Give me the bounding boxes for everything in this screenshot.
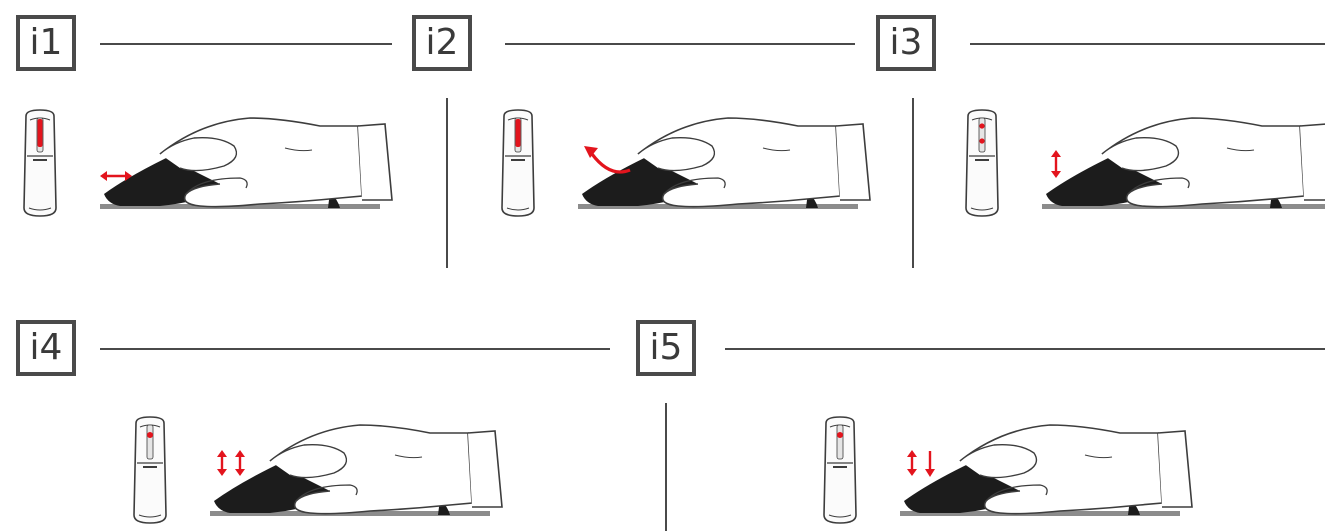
- step-illustration: [820, 415, 1220, 531]
- step-label-i2: i2: [412, 15, 472, 71]
- double-arrow-icon: [235, 450, 245, 476]
- step-illustration: [962, 108, 1325, 228]
- mouse-top-view-icon: [502, 110, 534, 216]
- section-line: [100, 348, 610, 350]
- panel-i5: [820, 415, 1220, 531]
- mouse-top-view-icon: [824, 417, 856, 523]
- panel-i2: [498, 108, 878, 228]
- double-arrow-icon: [217, 450, 227, 476]
- step-label-i1: i1: [16, 15, 76, 71]
- section-line: [100, 43, 392, 45]
- hand-on-mouse-icon: [578, 118, 870, 209]
- hand-on-mouse-icon: [1042, 118, 1325, 209]
- step-illustration: [20, 108, 420, 228]
- step-label-i4: i4: [16, 320, 76, 376]
- panel-i3: [962, 108, 1325, 228]
- panel-divider: [446, 98, 448, 268]
- section-line: [725, 348, 1325, 350]
- mouse-top-view-icon: [24, 110, 56, 216]
- section-line: [505, 43, 855, 45]
- panel-i4: [130, 415, 530, 531]
- panel-divider: [912, 98, 914, 268]
- step-illustration: [498, 108, 878, 228]
- step-illustration: [130, 415, 530, 531]
- panel-divider: [665, 403, 667, 531]
- hand-on-mouse-icon: [900, 425, 1192, 516]
- step-label-i3: i3: [876, 15, 936, 71]
- double-arrow-icon: [1051, 150, 1061, 178]
- hand-on-mouse-icon: [100, 118, 392, 209]
- hand-on-mouse-icon: [210, 425, 502, 516]
- mouse-top-view-icon: [966, 110, 998, 216]
- step-label-i5: i5: [636, 320, 696, 376]
- curved-arrow-icon: [584, 146, 630, 172]
- double-arrow-icon: [907, 450, 917, 476]
- panel-i1: [20, 108, 420, 228]
- section-line: [970, 43, 1325, 45]
- mouse-top-view-icon: [134, 417, 166, 523]
- down-arrow-icon: [925, 451, 935, 477]
